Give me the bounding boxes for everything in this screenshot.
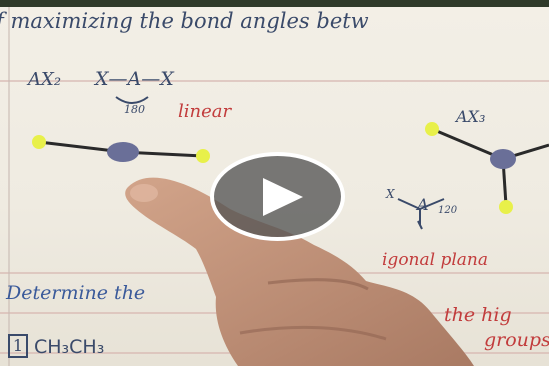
margin-line xyxy=(8,7,10,366)
example-number-box: 1 xyxy=(8,334,28,358)
play-icon xyxy=(263,178,303,216)
ax2-angle: 180 xyxy=(124,103,145,116)
presenter-hand xyxy=(125,177,475,366)
ax2-label: AX₂ xyxy=(28,69,62,90)
ax3-x-label: X xyxy=(386,187,395,201)
right-fragment-1: the hig xyxy=(444,304,512,326)
center-atom xyxy=(490,149,516,169)
ax3-a-label: A xyxy=(417,195,429,214)
ax3-shape-label: igonal plana xyxy=(382,250,489,270)
video-top-bar xyxy=(0,0,549,7)
ax2-shape-label: linear xyxy=(178,101,232,122)
ax2-formula: X—A—X xyxy=(95,68,174,90)
right-fragment-2: groups xyxy=(484,329,549,351)
outer-atom xyxy=(32,135,46,149)
outer-atom xyxy=(196,149,210,163)
ax3-structure-sketch xyxy=(397,198,445,230)
whiteboard-video-frame: f maximizing the bond angles betw AX₂ X—… xyxy=(0,7,549,366)
heading-fragment: f maximizing the bond angles betw xyxy=(0,9,369,33)
play-button[interactable] xyxy=(210,152,345,241)
trigonal-molecule-model xyxy=(425,122,549,214)
ruled-line xyxy=(0,80,549,82)
angle-arc xyxy=(115,96,149,104)
ax3-angle: 120 xyxy=(438,205,458,216)
example-formula: CH₃CH₃ xyxy=(34,336,105,358)
outer-atom xyxy=(499,200,513,214)
center-atom xyxy=(107,142,139,162)
determine-text: Determine the xyxy=(6,282,146,304)
ax3-label: AX₃ xyxy=(456,107,486,126)
outer-atom xyxy=(425,122,439,136)
linear-molecule-model xyxy=(32,135,210,163)
